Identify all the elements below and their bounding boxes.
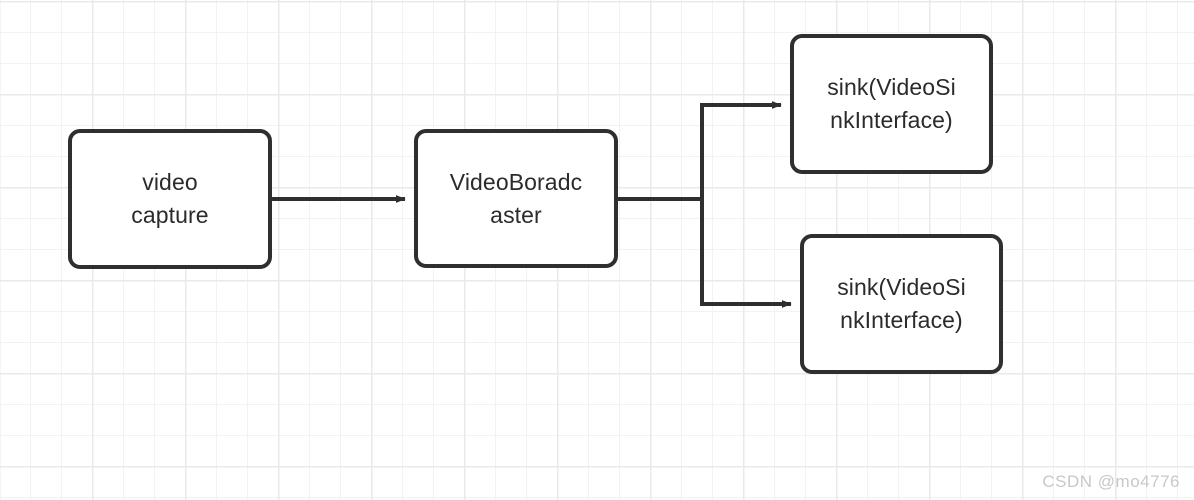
watermark-text: CSDN @mo4776 xyxy=(1042,472,1180,491)
node-video-broadcaster-label: VideoBoradc aster xyxy=(449,168,583,228)
node-sink-bottom-label: sink(VideoSi nkInterface) xyxy=(837,274,966,333)
node-sink-bottom[interactable]: sink(VideoSi nkInterface) xyxy=(800,234,1003,374)
edge-broadcaster-trunk xyxy=(618,105,704,304)
node-sink-top-label: sink(VideoSi nkInterface) xyxy=(827,74,956,133)
node-video-capture-label: video capture xyxy=(131,169,209,228)
node-video-capture[interactable]: video capture xyxy=(68,129,272,269)
node-sink-top[interactable]: sink(VideoSi nkInterface) xyxy=(790,34,993,174)
node-video-broadcaster[interactable]: VideoBoradc aster xyxy=(414,129,618,268)
